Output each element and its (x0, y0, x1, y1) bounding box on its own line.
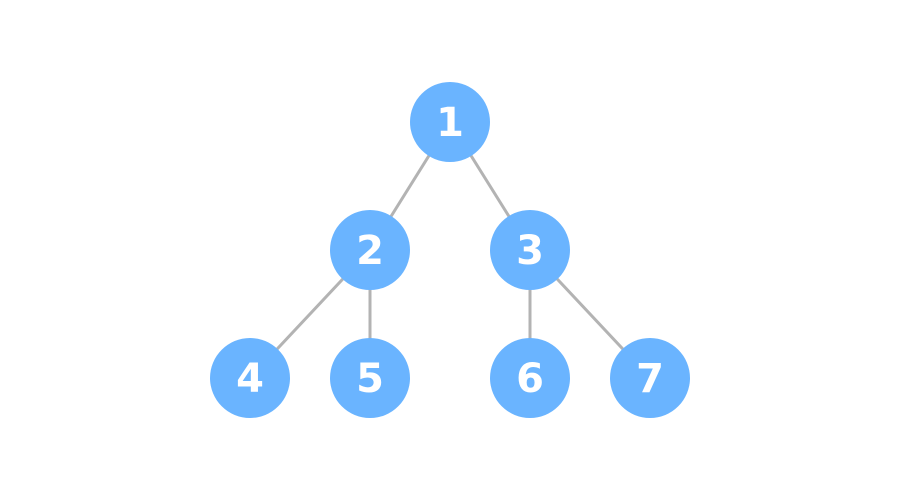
tree-node-5: 5 (330, 338, 410, 418)
node-label: 2 (356, 228, 384, 274)
node-circle (410, 82, 490, 162)
nodes-layer: 1 2 3 4 5 6 7 (210, 82, 690, 418)
tree-node-3: 3 (490, 210, 570, 290)
node-circle (210, 338, 290, 418)
node-label: 3 (516, 228, 544, 274)
node-label: 1 (436, 100, 464, 146)
node-circle (610, 338, 690, 418)
tree-node-1: 1 (410, 82, 490, 162)
node-circle (330, 210, 410, 290)
node-label: 4 (236, 356, 264, 402)
tree-node-2: 2 (330, 210, 410, 290)
tree-node-4: 4 (210, 338, 290, 418)
node-circle (490, 210, 570, 290)
node-circle (490, 338, 570, 418)
node-label: 7 (636, 356, 664, 402)
node-label: 5 (356, 356, 384, 402)
node-label: 6 (516, 356, 544, 402)
tree-node-7: 7 (610, 338, 690, 418)
node-circle (330, 338, 410, 418)
tree-node-6: 6 (490, 338, 570, 418)
